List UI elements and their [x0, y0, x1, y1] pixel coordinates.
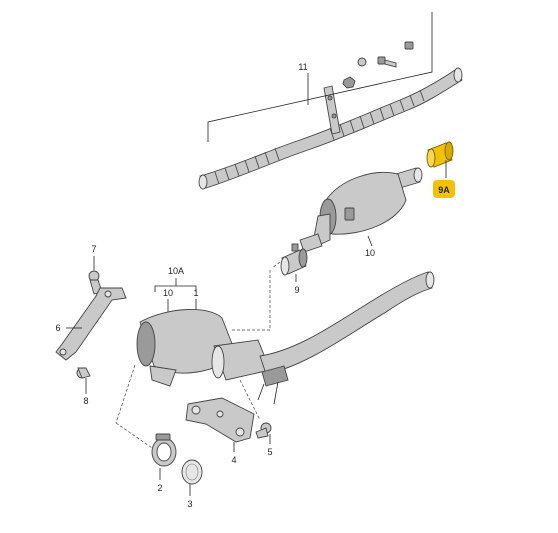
- label-10a-group: 10A 10 1: [154, 266, 199, 312]
- label-9a-badge: 9A: [433, 180, 455, 198]
- part-3-gasket[interactable]: 3: [181, 459, 203, 509]
- alignment-guides: [115, 261, 281, 453]
- label-10-upper: 10: [365, 248, 375, 258]
- label-5: 5: [267, 447, 272, 457]
- label-11: 11: [298, 62, 307, 72]
- label-6: 6: [55, 323, 60, 333]
- label-4: 4: [231, 455, 236, 465]
- part-1-main-converter[interactable]: [136, 271, 435, 405]
- part-10-catalytic-converter[interactable]: 10: [299, 167, 423, 258]
- part-6-bracket[interactable]: 6: [55, 287, 127, 361]
- label-3: 3: [187, 499, 192, 509]
- part-11-flex-pipe[interactable]: [198, 67, 463, 190]
- label-10a: 10A: [168, 266, 184, 276]
- label-7: 7: [91, 244, 96, 254]
- label-2: 2: [157, 483, 162, 493]
- label-1: 1: [193, 288, 198, 298]
- label-11-group: 11: [207, 12, 433, 142]
- part-5-bolt[interactable]: 5: [255, 422, 273, 457]
- label-9: 9: [294, 285, 299, 295]
- part-9-clamp[interactable]: 9: [280, 243, 308, 295]
- part-9a-clamp[interactable]: [426, 141, 454, 178]
- hardware-nuts-bolts[interactable]: [342, 41, 414, 89]
- part-4-plate[interactable]: 4: [185, 397, 255, 465]
- label-10-lower: 10: [163, 288, 173, 298]
- label-8: 8: [83, 396, 88, 406]
- label-9a: 9A: [438, 185, 450, 195]
- part-8-bolt[interactable]: 8: [76, 367, 91, 406]
- part-7-bolt[interactable]: 7: [88, 244, 103, 295]
- part-2-clamp-ring[interactable]: 2: [151, 433, 177, 493]
